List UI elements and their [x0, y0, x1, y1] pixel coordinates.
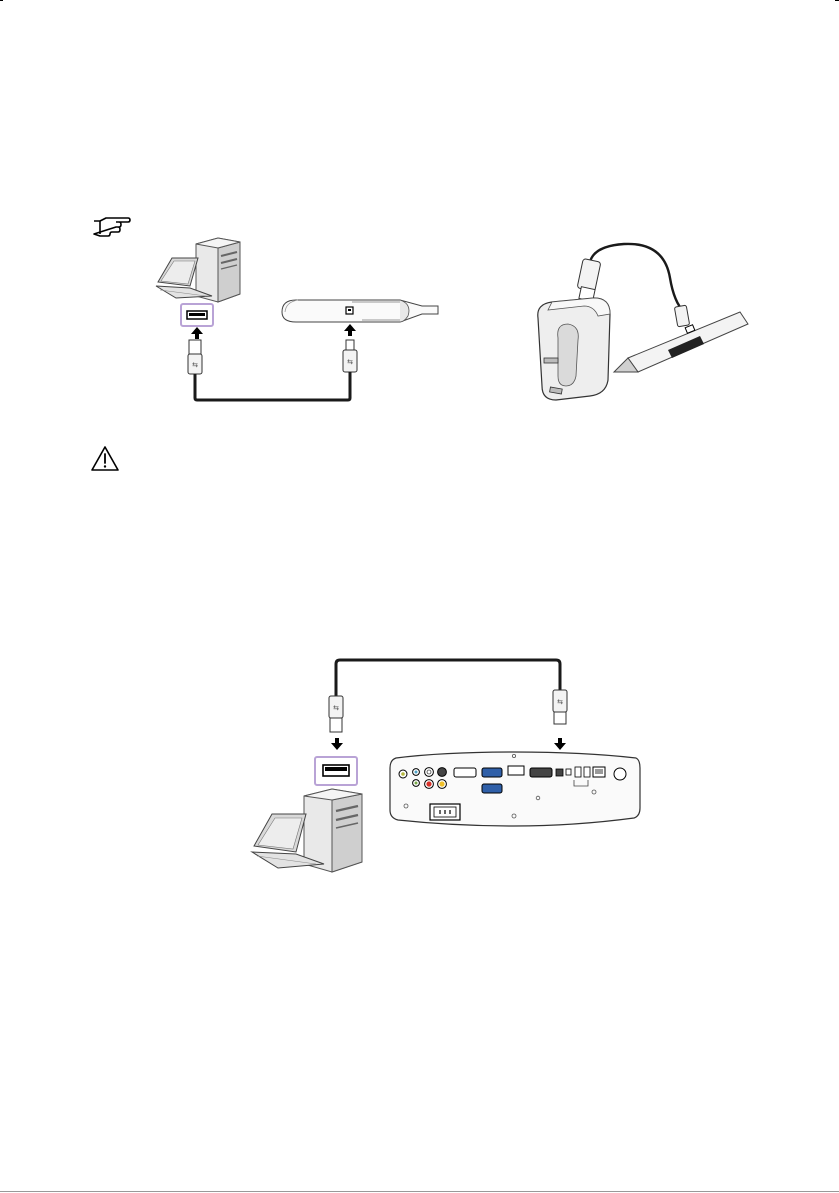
bottom-rule	[0, 1191, 839, 1192]
power-adapter-illustration	[528, 240, 750, 415]
svg-text:⇆: ⇆	[192, 361, 198, 369]
warning-triangle-icon	[90, 445, 120, 472]
top-left-rule	[0, 0, 3, 1]
usb-cable-illustration: ⇆ ⇆	[180, 338, 370, 404]
svg-text:⇆: ⇆	[347, 358, 353, 366]
svg-text:⇆: ⇆	[557, 698, 563, 706]
usb-port-highlight	[314, 756, 358, 786]
svg-text:⇆: ⇆	[333, 704, 339, 712]
pointing-hand-icon	[92, 216, 132, 238]
arrow-down-icon	[553, 737, 567, 751]
usb-port-highlight	[180, 303, 214, 327]
desktop-computer-illustration	[244, 786, 374, 876]
interactive-pen-illustration	[272, 294, 442, 330]
usb-cable-illustration: ⇆ ⇆	[318, 656, 578, 752]
desktop-computer-illustration	[150, 236, 250, 304]
top-right-rule	[835, 0, 839, 1]
arrow-down-icon	[330, 737, 344, 751]
projector-rear-panel-illustration	[384, 750, 646, 828]
